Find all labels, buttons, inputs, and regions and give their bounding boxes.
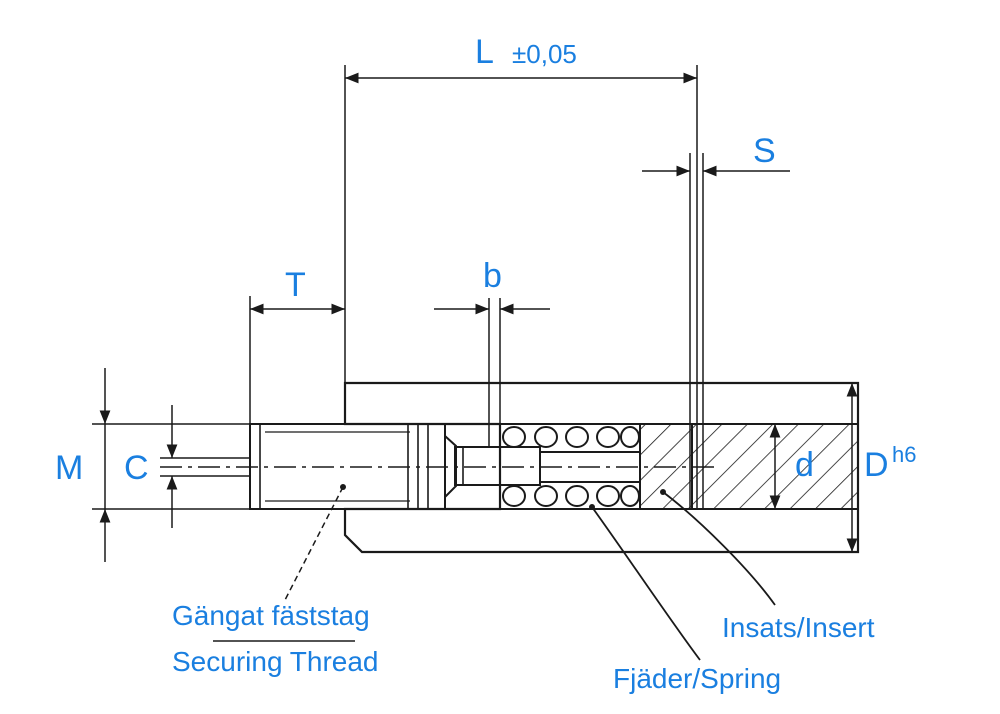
dimension-M <box>92 368 250 562</box>
label-L: L <box>475 33 494 71</box>
dimension-C <box>160 405 250 528</box>
spring-coils-top <box>502 426 640 448</box>
spring <box>502 426 640 507</box>
label-S: S <box>753 132 776 170</box>
label-b: b <box>483 257 502 295</box>
housing-body <box>343 381 860 554</box>
label-T: T <box>285 266 306 304</box>
label-L-tolerance: ±0,05 <box>512 39 577 69</box>
leader-thread <box>284 484 346 601</box>
leader-spring <box>589 504 701 661</box>
caption-thread-en: Securing Thread <box>172 646 379 677</box>
label-D: D <box>864 446 889 484</box>
dimension-b <box>434 298 550 447</box>
label-M: M <box>55 449 83 487</box>
dimension-T <box>249 296 345 424</box>
caption-spring: Fjäder/Spring <box>613 663 781 694</box>
dimension-d <box>703 423 788 510</box>
leader-insert <box>660 489 776 606</box>
label-D-tolerance: h6 <box>892 442 916 467</box>
dimension-S <box>642 153 790 509</box>
caption-insert: Insats/Insert <box>722 612 875 643</box>
dimension-L <box>344 65 698 509</box>
spring-coils-bottom <box>502 485 640 507</box>
label-C: C <box>124 449 149 487</box>
caption-thread-sv: Gängat fäststag <box>172 600 370 631</box>
label-d: d <box>795 446 814 484</box>
